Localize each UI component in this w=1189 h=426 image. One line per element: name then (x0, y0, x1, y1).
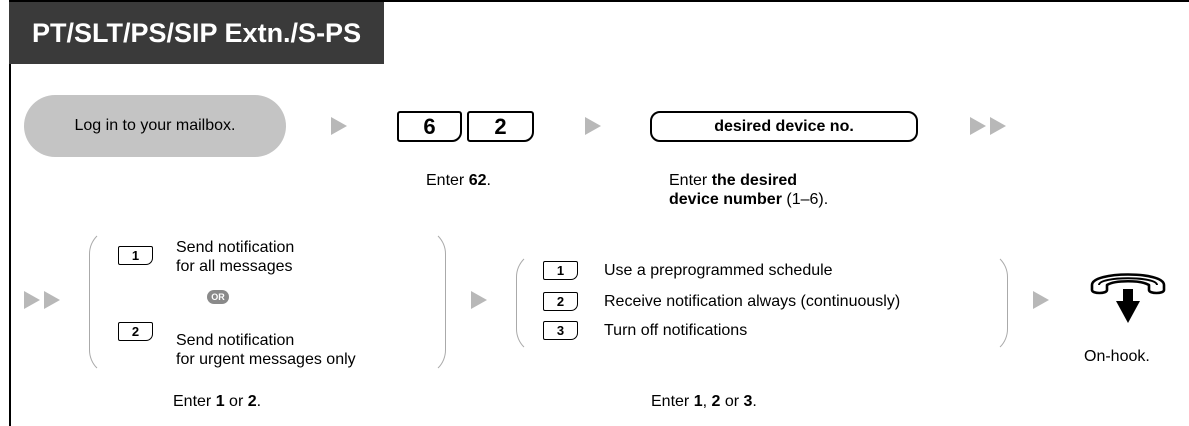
next-arrow-icon (44, 291, 60, 309)
right-bracket (982, 251, 1008, 355)
option-key-2: 2 (543, 292, 578, 311)
dial-key-2: 2 (467, 111, 534, 142)
left-bracket (516, 251, 542, 355)
or-badge: OR (207, 290, 229, 304)
option-key-2: 2 (118, 322, 153, 341)
enter-device-number-caption: Enter the desired device number (1–6). (669, 172, 829, 208)
option-3-text: Turn off notifications (604, 322, 748, 339)
next-arrow-icon (990, 117, 1006, 135)
next-arrow-icon (970, 117, 986, 135)
dial-key-6: 6 (397, 111, 462, 142)
handset-on-hook-icon (1090, 273, 1166, 323)
login-step-pill: Log in to your mailbox. (24, 95, 286, 157)
next-arrow-icon (1033, 291, 1049, 309)
next-arrow-icon (585, 117, 601, 135)
option-2-text: Receive notification always (continuousl… (604, 293, 901, 310)
next-arrow-icon (331, 117, 347, 135)
option-key-1: 1 (543, 261, 578, 280)
enter-62-caption: Enter 62. (426, 172, 491, 189)
on-hook-label: On-hook. (1084, 348, 1150, 365)
enter-1-or-2-caption: Enter 1 or 2. (173, 393, 262, 410)
procedure-frame (9, 0, 1189, 426)
next-arrow-icon (24, 291, 40, 309)
option-2-text: Send notification for urgent messages on… (176, 332, 356, 368)
right-bracket (420, 228, 446, 376)
left-bracket (89, 228, 115, 376)
page-title: PT/SLT/PS/SIP Extn./S-PS (9, 2, 385, 64)
next-arrow-icon (471, 291, 487, 309)
option-1-text: Use a preprogrammed schedule (604, 262, 833, 279)
desired-device-no-box: desired device no. (650, 111, 918, 142)
enter-1-2-or-3-caption: Enter 1, 2 or 3. (651, 393, 757, 410)
option-1-text: Send notification for all messages (176, 239, 295, 275)
option-key-1: 1 (118, 246, 153, 265)
option-key-3: 3 (543, 321, 578, 340)
